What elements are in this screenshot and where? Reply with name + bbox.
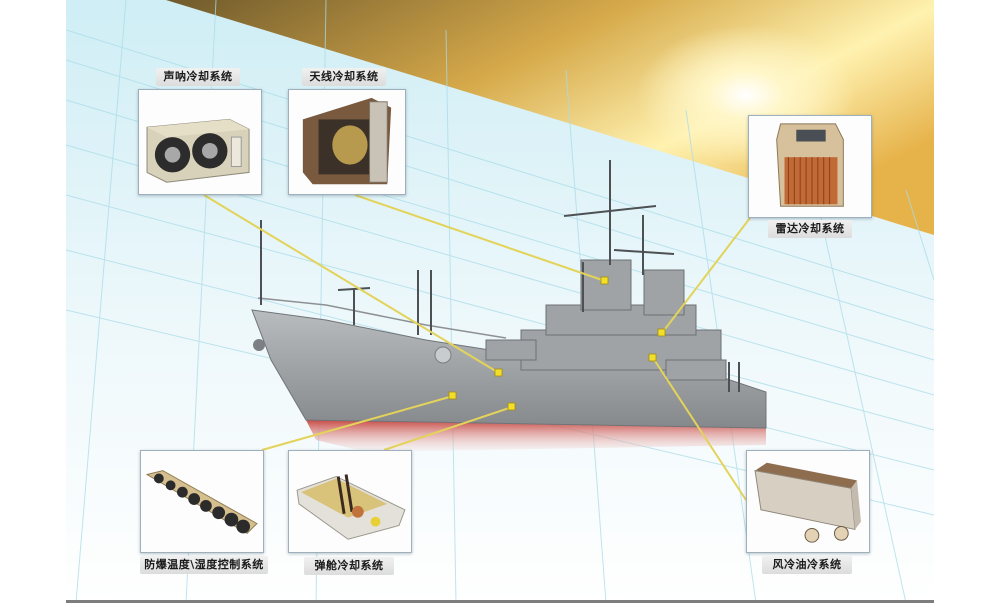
diagram-panel: 声呐冷却系统 天线冷却系统 雷达冷却系统 xyxy=(66,0,934,603)
label-magazine-cooling: 弹舱冷却系统 xyxy=(304,557,394,575)
callout-air-oil-cooling[interactable] xyxy=(746,450,870,553)
label-antenna-cooling: 天线冷却系统 xyxy=(302,68,386,86)
callout-radar-cooling[interactable] xyxy=(748,115,872,218)
explosion-proof-fan-array-icon xyxy=(145,470,258,534)
radar-cooling-unit-icon xyxy=(776,123,844,207)
callout-explosion-proof-control[interactable] xyxy=(140,450,264,553)
sonar-cooling-unit-icon xyxy=(146,118,250,183)
callout-sonar-cooling[interactable] xyxy=(138,89,262,195)
callout-antenna-cooling[interactable] xyxy=(288,89,406,195)
label-radar-cooling: 雷达冷却系统 xyxy=(768,220,852,238)
callout-magazine-cooling[interactable] xyxy=(288,450,412,553)
magazine-cooling-unit-icon xyxy=(296,474,406,540)
air-oil-cooler-icon xyxy=(754,462,861,543)
label-air-oil-cooling: 风冷油冷系统 xyxy=(762,556,852,574)
label-explosion-proof-control: 防爆温度\湿度控制系统 xyxy=(140,556,268,574)
antenna-cooling-unit-icon xyxy=(302,97,392,185)
label-sonar-cooling: 声呐冷却系统 xyxy=(156,68,240,86)
